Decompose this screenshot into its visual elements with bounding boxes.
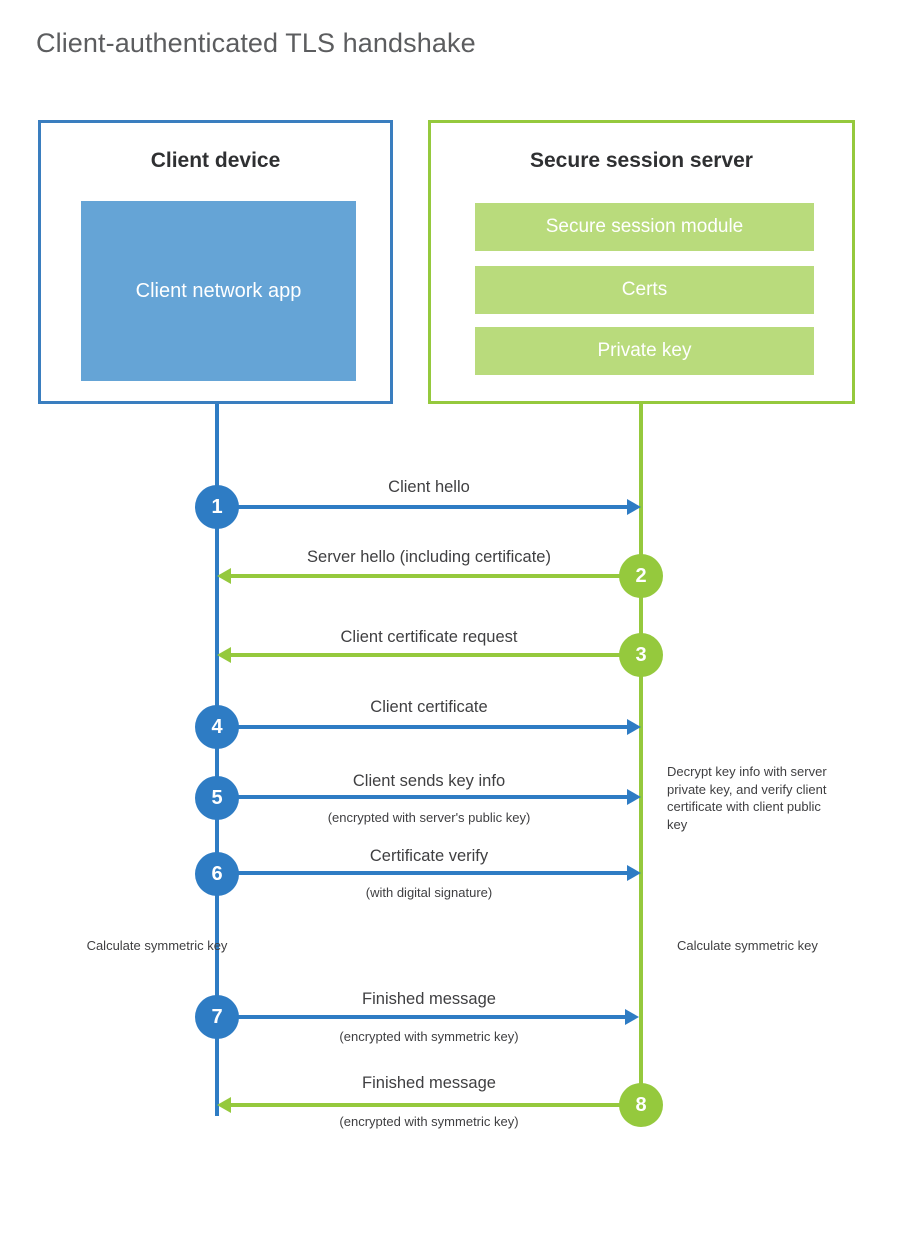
note-server-calculate-symmetric-key: Calculate symmetric key — [677, 938, 818, 953]
step-7-label: Finished message — [362, 990, 496, 1008]
actor-box-server: Secure session server Secure session mod… — [428, 120, 855, 404]
step-2-arrow-line — [231, 574, 641, 578]
step-circle-6[interactable]: 6 — [195, 852, 239, 896]
step-8-label: Finished message — [362, 1074, 496, 1092]
step-circle-8[interactable]: 8 — [619, 1083, 663, 1127]
server-component-secure-session-module: Secure session module — [475, 203, 814, 251]
step-circle-4[interactable]: 4 — [195, 705, 239, 749]
step-1-label: Client hello — [388, 478, 470, 496]
step-3-label: Client certificate request — [340, 628, 518, 646]
step-8-sublabel: (encrypted with symmetric key) — [339, 1114, 519, 1129]
step-5-arrow-line — [217, 795, 627, 799]
step-circle-7[interactable]: 7 — [195, 995, 239, 1039]
actor-box-client: Client device Client network app — [38, 120, 393, 404]
step-4-arrow-line — [217, 725, 627, 729]
client-box-title: Client device — [150, 149, 281, 172]
step-7-arrow-head — [625, 1009, 639, 1025]
step-5-label: Client sends key info — [352, 772, 506, 790]
step-6-arrow-head — [627, 865, 641, 881]
note-client-calculate-symmetric-key: Calculate symmetric key — [86, 938, 228, 953]
step-4-label: Client certificate — [370, 698, 488, 716]
step-5-sublabel: (encrypted with server's public key) — [327, 810, 531, 825]
step-6-arrow-line — [217, 871, 627, 875]
client-network-app-block: Client network app — [81, 201, 356, 381]
step-1-arrow-head — [627, 499, 641, 515]
step-8-arrow-head — [217, 1097, 231, 1113]
step-2-arrow-head — [217, 568, 231, 584]
step-5-arrow-head — [627, 789, 641, 805]
server-component-certs: Certs — [475, 266, 814, 314]
lifeline-server — [639, 404, 643, 1104]
note-server-decrypt: Decrypt key info with server private key… — [667, 764, 827, 832]
step-1-arrow-line — [217, 505, 627, 509]
step-circle-5[interactable]: 5 — [195, 776, 239, 820]
step-6-label: Certificate verify — [369, 847, 489, 865]
step-3-arrow-head — [217, 647, 231, 663]
step-circle-3[interactable]: 3 — [619, 633, 663, 677]
step-7-sublabel: (encrypted with symmetric key) — [339, 1029, 519, 1044]
server-box-title: Secure session server — [530, 149, 753, 172]
step-3-arrow-line — [231, 653, 641, 657]
step-2-label: Server hello (including certificate) — [307, 548, 551, 566]
step-8-arrow-line — [231, 1103, 641, 1107]
step-circle-2[interactable]: 2 — [619, 554, 663, 598]
step-6-sublabel: (with digital signature) — [365, 885, 493, 900]
lifeline-client — [215, 404, 219, 1116]
page-title: Client-authenticated TLS handshake — [36, 28, 476, 58]
step-4-arrow-head — [627, 719, 641, 735]
server-component-private-key: Private key — [475, 327, 814, 375]
step-circle-1[interactable]: 1 — [195, 485, 239, 529]
step-7-arrow-line — [217, 1015, 625, 1019]
